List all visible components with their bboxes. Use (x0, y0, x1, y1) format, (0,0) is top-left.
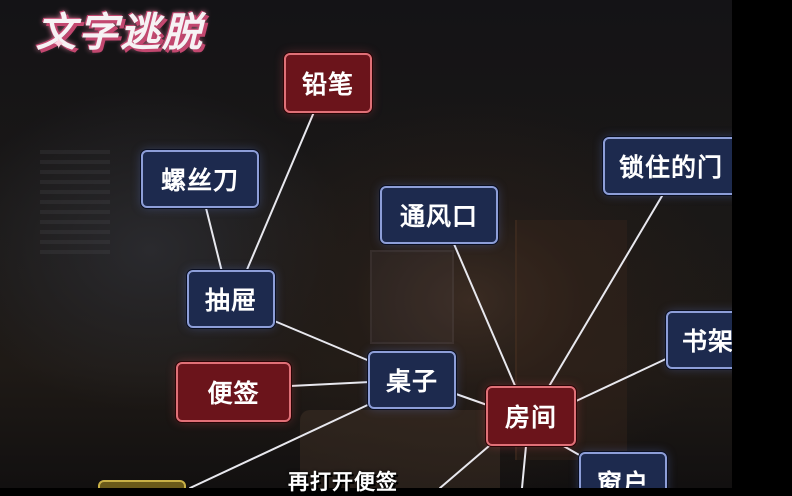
background-desk (300, 410, 500, 488)
node-window[interactable]: 窗户 (579, 452, 667, 488)
node-locked-door-label: 锁住的门 (619, 153, 724, 182)
game-scene: 铅笔 螺丝刀 通风口 锁住的门 抽屉 书架 便签 桌子 房间 窗户 (0, 0, 732, 488)
node-locked-door[interactable]: 锁住的门 (603, 137, 732, 195)
background-vent (40, 150, 110, 260)
node-vent-label: 通风口 (399, 202, 478, 231)
sparkle-icon: ✦ (52, 34, 66, 53)
node-drawer-label: 抽屉 (204, 286, 257, 315)
link-pencil-drawer (245, 111, 315, 273)
connection-lines (189, 111, 669, 488)
game-title: 文字逃脱 (36, 9, 204, 56)
node-note[interactable]: 便签 (176, 362, 291, 422)
link-desk-bottom-left (189, 401, 375, 488)
node-screwdriver[interactable]: 螺丝刀 (141, 150, 259, 208)
node-bookshelf[interactable]: 书架 (666, 311, 732, 369)
node-note-label: 便签 (207, 379, 260, 408)
node-screwdriver-label: 螺丝刀 (160, 166, 239, 195)
node-desk-label: 桌子 (385, 367, 438, 396)
node-desk[interactable]: 桌子 (368, 351, 456, 409)
subtitle-caption: 再打开便签 (288, 470, 398, 494)
node-pencil-label: 铅笔 (301, 70, 354, 99)
link-door-room (547, 195, 663, 389)
node-pencil[interactable]: 铅笔 (284, 53, 372, 113)
link-room-bottom (521, 445, 527, 488)
link-note-desk (289, 381, 371, 387)
link-drawer-desk (271, 319, 373, 363)
node-window-label: 窗户 (596, 469, 649, 488)
background-window (370, 250, 454, 344)
node-partial-bottom-left[interactable] (98, 480, 186, 488)
link-room-bottom-left (439, 439, 497, 488)
node-room[interactable]: 房间 (486, 386, 576, 446)
letterbox-bar (732, 0, 792, 488)
node-drawer[interactable]: 抽屉 (187, 270, 275, 328)
link-screwdriver-drawer (205, 207, 223, 273)
link-bookshelf-room (573, 357, 669, 403)
node-room-label: 房间 (504, 403, 557, 432)
node-vent[interactable]: 通风口 (380, 186, 498, 244)
link-vent-room (453, 243, 517, 389)
node-bookshelf-label: 书架 (682, 327, 732, 356)
link-desk-room (455, 393, 491, 407)
